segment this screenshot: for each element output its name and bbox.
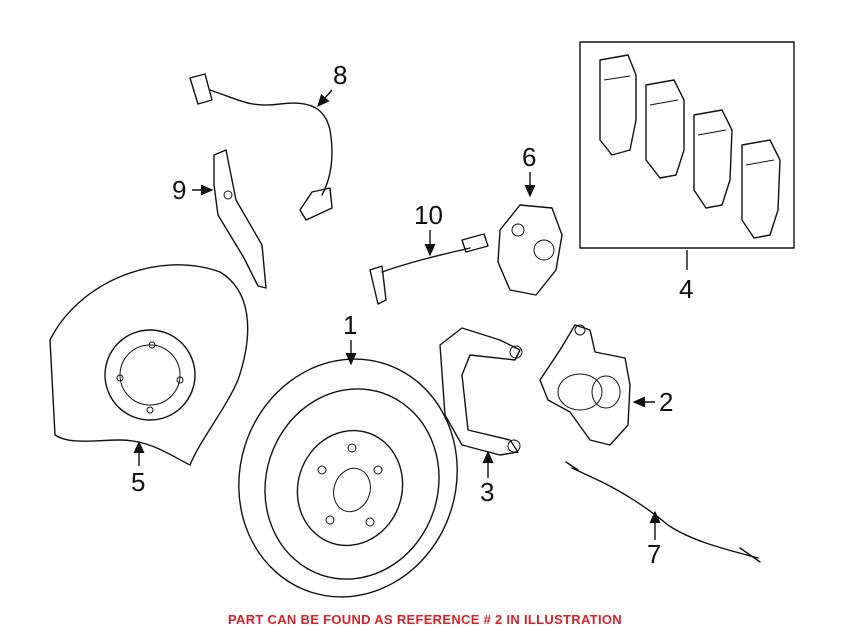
dust-shield bbox=[49, 264, 249, 466]
leader-lines bbox=[133, 89, 688, 540]
caliper-carrier bbox=[439, 327, 523, 456]
callout-6: 6 bbox=[522, 142, 536, 172]
callout-10: 10 bbox=[414, 200, 443, 230]
callout-8: 8 bbox=[333, 60, 347, 90]
callout-4: 4 bbox=[679, 274, 693, 304]
caliper-housing bbox=[497, 204, 563, 296]
callout-2: 2 bbox=[659, 387, 673, 417]
brake-caliper bbox=[539, 324, 631, 446]
callout-3: 3 bbox=[480, 477, 494, 507]
callout-7: 7 bbox=[647, 539, 661, 569]
callout-labels: 8 9 10 6 4 1 2 3 5 7 bbox=[131, 60, 693, 569]
callout-9: 9 bbox=[172, 175, 186, 205]
wheel-speed-sensor bbox=[189, 73, 333, 221]
reference-note: PART CAN BE FOUND AS REFERENCE # 2 IN IL… bbox=[228, 612, 622, 627]
brake-rotor bbox=[238, 358, 458, 598]
sensor-bracket bbox=[213, 149, 267, 289]
brake-line bbox=[565, 461, 761, 563]
callout-5: 5 bbox=[131, 467, 145, 497]
wear-sensor bbox=[369, 233, 489, 305]
brake-pad-set bbox=[579, 41, 795, 249]
callout-1: 1 bbox=[343, 310, 357, 340]
